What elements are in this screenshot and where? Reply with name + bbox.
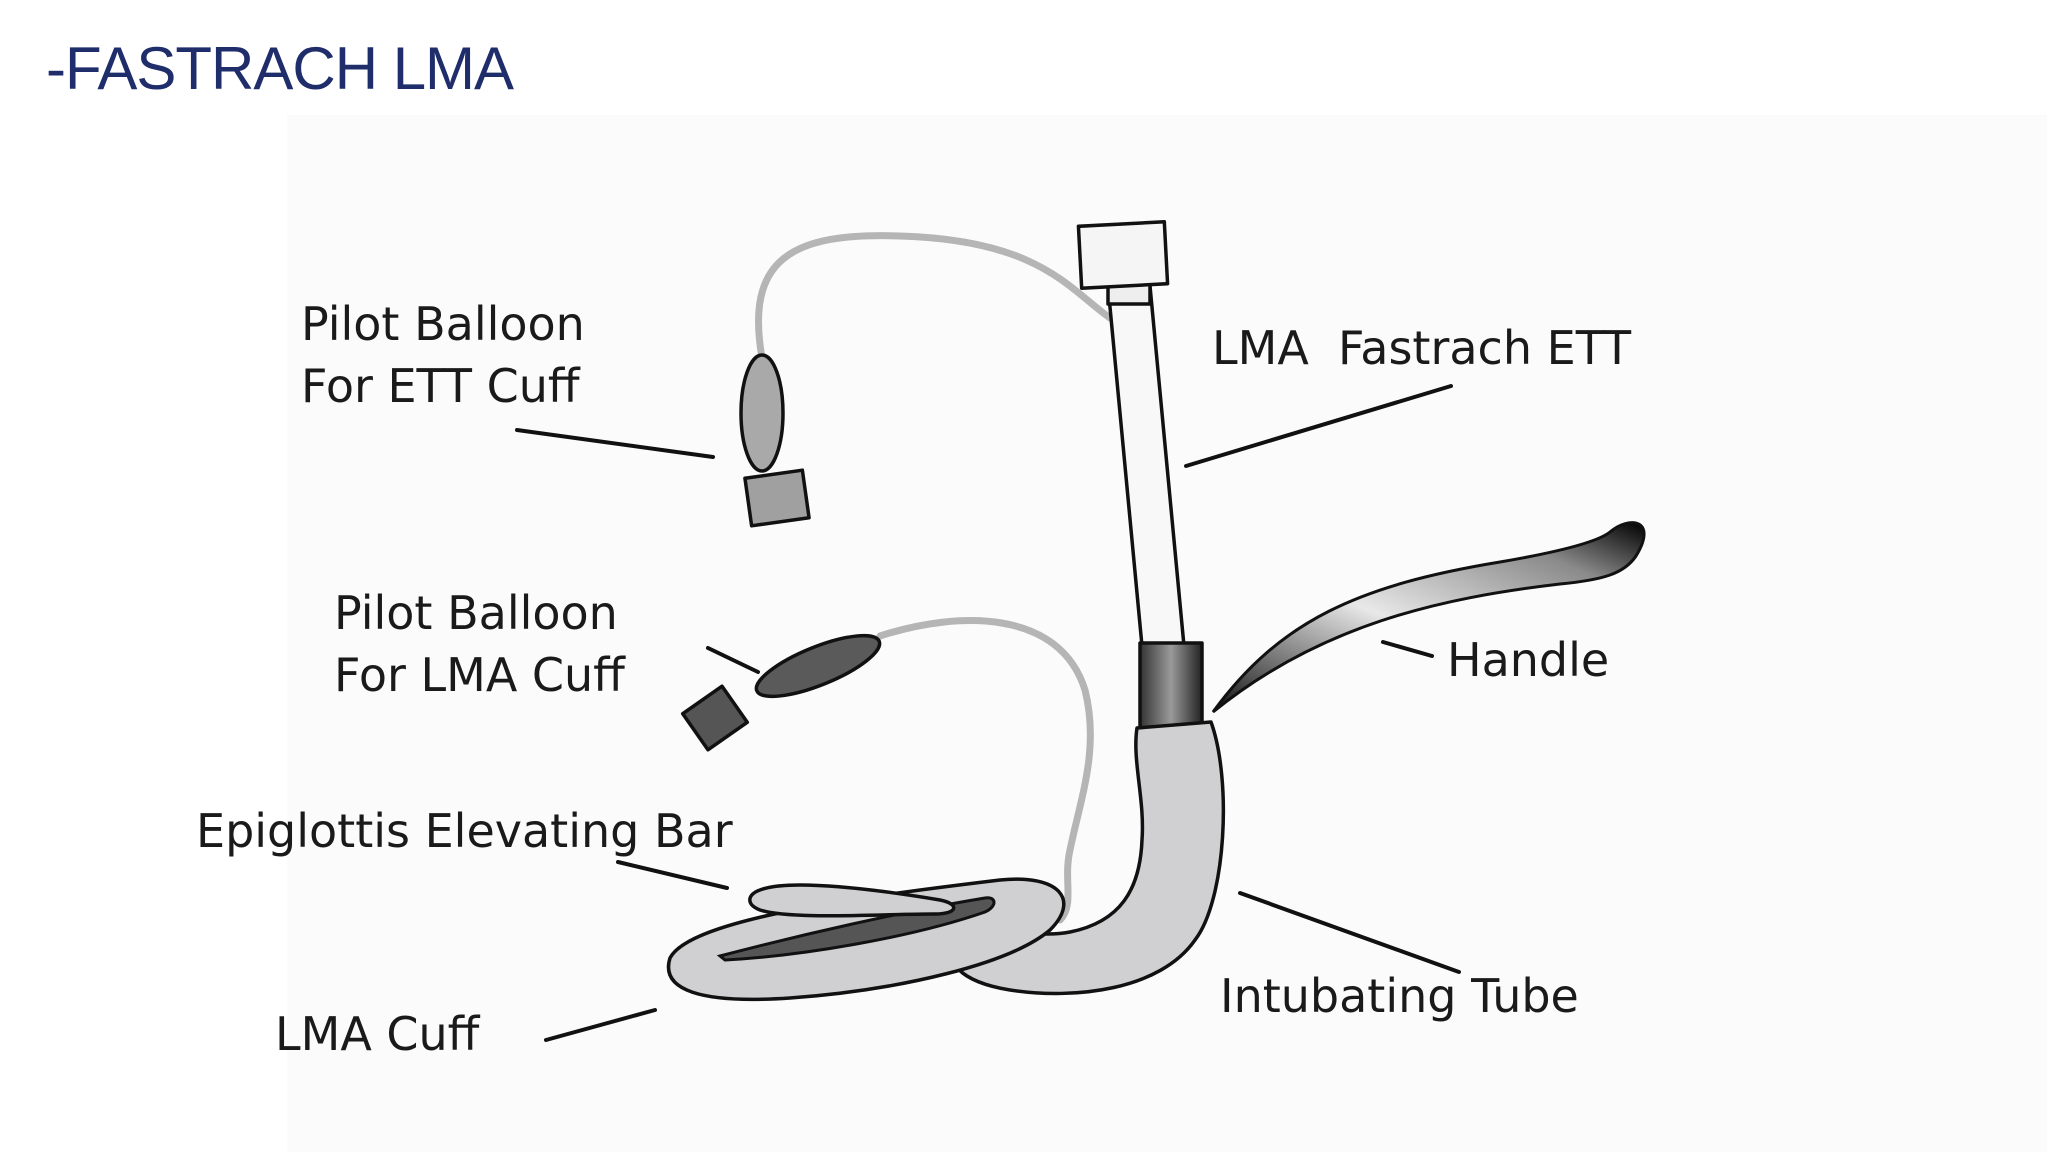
ett-tube (1106, 284, 1186, 648)
label-lma-fastrach-ett: LMA Fastrach ETT (1212, 321, 1632, 375)
pilot-balloon-ett (739, 353, 785, 473)
leader-lma-fastrach-ett (1184, 384, 1453, 468)
handle-shape (1211, 521, 1646, 714)
leader-intubating-tube (1238, 891, 1461, 974)
label-handle: Handle (1447, 633, 1609, 687)
label-pilot-balloon-lma-1: Pilot Balloon (334, 586, 618, 640)
label-pilot-balloon-ett-2: For ETT Cuff (301, 359, 581, 413)
leader-epiglottis-bar (616, 860, 729, 890)
label-epiglottis-elevating-bar: Epiglottis Elevating Bar (196, 804, 733, 858)
leader-handle (1381, 640, 1434, 658)
leader-pilot-balloon-ett (515, 428, 715, 459)
metal-collar (1138, 641, 1204, 731)
leader-lma-cuff (544, 1008, 657, 1042)
pilot-valve-ett (743, 468, 811, 528)
label-pilot-balloon-ett-1: Pilot Balloon (301, 297, 585, 351)
ett-connector (1076, 220, 1170, 290)
pilot-valve-lma (680, 684, 750, 752)
slide-title: -FASTRACH LMA (46, 35, 514, 102)
lma-pilot-line (876, 617, 1094, 924)
label-intubating-tube: Intubating Tube (1220, 969, 1579, 1023)
leader-pilot-balloon-lma (706, 646, 760, 674)
label-pilot-balloon-lma-2: For LMA Cuff (334, 648, 626, 702)
epiglottis-bar-shape (748, 883, 956, 918)
pilot-balloon-lma (754, 633, 882, 699)
ett-pilot-line (755, 232, 1114, 362)
label-lma-cuff: LMA Cuff (275, 1007, 481, 1061)
